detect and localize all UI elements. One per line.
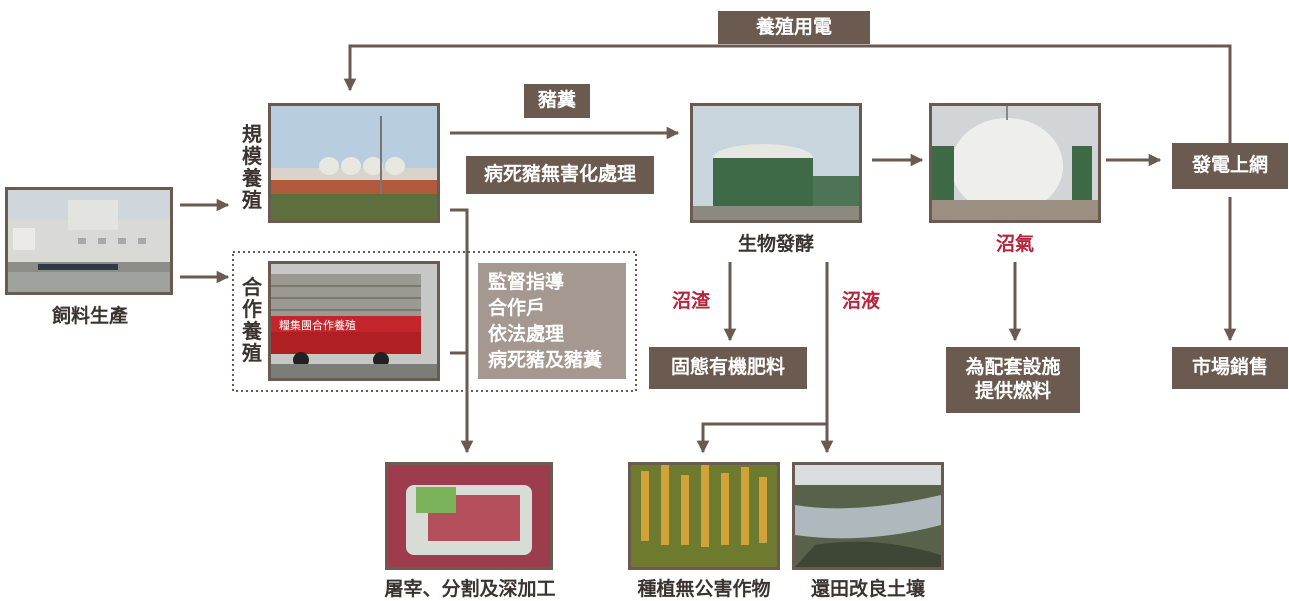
- power-for-farming-label: 養殖用電: [718, 11, 870, 44]
- fuel-supply-label: 為配套設施 提供燃料: [946, 347, 1080, 413]
- organic-fertilizer-label: 固態有機肥料: [649, 347, 807, 389]
- feed-factory-photo: [5, 187, 173, 295]
- rice-crop-photo: [628, 462, 780, 570]
- pig-truck-photo: 糧集團合作養殖: [268, 261, 440, 381]
- dead-pig-treatment-label: 病死豬無害化處理: [466, 156, 654, 194]
- pollution-free-crops-caption: 種植無公害作物: [637, 578, 771, 600]
- cooperative-frame: [232, 251, 637, 392]
- biogas-residue-label: 沼渣: [671, 290, 710, 312]
- biogas-caption: 沼氣: [995, 233, 1034, 255]
- arrow-power-loop: [343, 44, 1232, 143]
- soil-improvement-caption: 還田改良土壤: [810, 578, 925, 600]
- scale-farming-label: 規模養殖: [242, 122, 262, 212]
- slaughter-caption: 屠宰、分割及深加工: [384, 578, 556, 600]
- fermentation-tank-photo: [690, 103, 862, 223]
- pig-farm-photo: [268, 103, 440, 223]
- market-sales-label: 市場銷售: [1172, 347, 1288, 389]
- truck-banner-text: 糧集團合作養殖: [279, 318, 356, 332]
- arrow-farming-to-slaughter: [450, 208, 474, 454]
- biogas-holder-photo: [929, 103, 1101, 223]
- cooperative-farming-label: 合作養殖: [242, 275, 262, 365]
- feed-production-caption: 飼料生產: [51, 305, 128, 327]
- biofermentation-caption: 生物發酵: [737, 233, 814, 255]
- biogas-liquid-label: 沼液: [841, 290, 880, 312]
- grid-connection-label: 發電上網: [1172, 143, 1288, 189]
- field-irrigation-photo: [792, 462, 944, 570]
- packaged-meat-photo: [385, 462, 553, 570]
- pig-manure-label: 豬糞: [524, 84, 590, 118]
- arrow-liquid-to-crops: [696, 422, 827, 454]
- supervision-label: 監督指導 合作戶 依法處理 病死豬及豬糞: [478, 263, 626, 379]
